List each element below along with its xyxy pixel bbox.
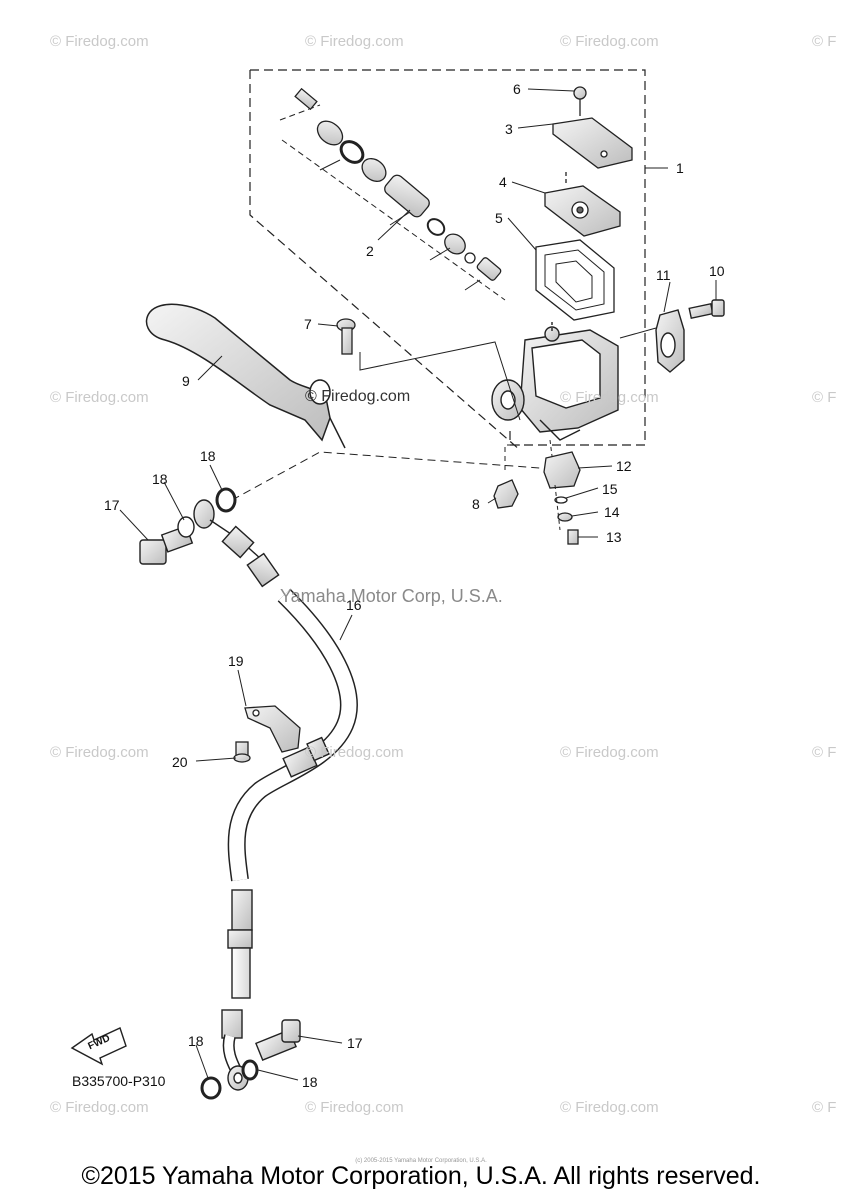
watermark: © Firedog.com (50, 33, 149, 50)
watermark: © Firedog.com (305, 744, 404, 761)
callout-7: 7 (304, 316, 312, 332)
callout-13: 13 (606, 529, 622, 545)
callout-17-lower: 17 (347, 1035, 363, 1051)
callout-4: 4 (499, 174, 507, 190)
callout-5: 5 (495, 210, 503, 226)
watermark: © Firedog.com (560, 33, 659, 50)
callout-1: 1 (676, 160, 684, 176)
brake-hose (221, 588, 358, 1091)
pivot-bolt (336, 318, 521, 421)
diagram-part-code: B335700-P310 (72, 1073, 166, 1089)
watermark-yamaha: Yamaha Motor Corp, U.S.A. (280, 586, 503, 606)
watermark: © Firedog.com (560, 744, 659, 761)
fine-print-copyright: (c) 2005-2015 Yamaha Motor Corporation, … (355, 1158, 487, 1164)
brake-switch-parts (493, 439, 581, 545)
callout-15: 15 (602, 481, 618, 497)
watermark: © F (812, 389, 837, 406)
callout-12: 12 (616, 458, 632, 474)
watermark: © Firedog.com (560, 1099, 659, 1116)
callout-18-lower-right: 18 (302, 1074, 318, 1090)
assembly-boundary-dashed (249, 69, 646, 451)
callout-9: 9 (182, 373, 190, 389)
upper-banjo-fittings (139, 487, 280, 588)
callout-11: 11 (656, 267, 671, 283)
clamp-bracket (619, 299, 725, 373)
callout-3: 3 (505, 121, 513, 137)
dashed-leader-banjo (231, 451, 541, 501)
callout-18-upper-right: 18 (200, 448, 216, 464)
callout-18-lower-left: 18 (188, 1033, 204, 1049)
callout-8: 8 (472, 496, 480, 512)
watermark: © F (812, 1099, 837, 1116)
master-cylinder-body (491, 322, 619, 441)
callout-17-upper: 17 (104, 497, 120, 513)
watermark: © Firedog.com (50, 389, 149, 406)
callout-2: 2 (366, 243, 374, 259)
callout-10: 10 (709, 263, 725, 279)
watermark: © Firedog.com (50, 744, 149, 761)
piston-kit (279, 87, 506, 301)
copyright-notice: ©2015 Yamaha Motor Corporation, U.S.A. A… (81, 1162, 761, 1190)
lower-banjo-fittings (200, 1019, 301, 1100)
brake-lever (145, 303, 346, 449)
watermark: © Firedog.com (305, 388, 411, 405)
watermark: © Firedog.com (305, 33, 404, 50)
reservoir-cap-parts (535, 86, 633, 321)
watermark: © Firedog.com (50, 1099, 149, 1116)
watermark: © F (812, 33, 837, 50)
callout-14: 14 (604, 504, 620, 520)
callout-6: 6 (513, 81, 521, 97)
callout-19: 19 (228, 653, 244, 669)
callout-16: 16 (346, 597, 362, 613)
forward-arrow-icon (70, 1027, 127, 1066)
callout-18-upper-left: 18 (152, 471, 168, 487)
callout-leaders (119, 88, 717, 1081)
callout-20: 20 (172, 754, 188, 770)
hose-clamp (233, 705, 301, 763)
watermark: © Firedog.com (305, 1099, 404, 1116)
watermark: © F (812, 744, 837, 761)
watermark: © Firedog.com (560, 389, 659, 406)
